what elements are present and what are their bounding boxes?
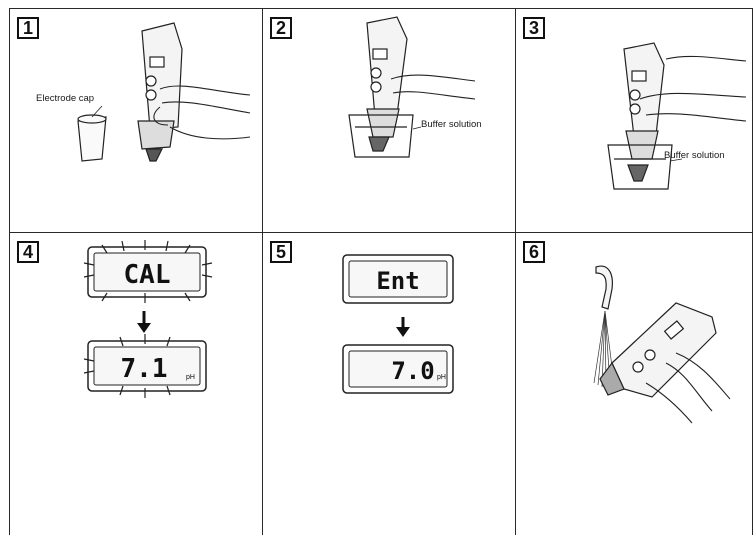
lcd-bottom-text: 7.1 (121, 354, 168, 384)
ph-unit: pH (437, 374, 446, 381)
step-2-panel: 2 Buffer solution (263, 9, 515, 232)
buffer-solution-label: Buffer solution (421, 119, 482, 130)
instruction-sheet: 1 Electr (9, 8, 753, 535)
step-6-panel: 6 (516, 233, 754, 536)
ph-unit: pH (186, 374, 195, 381)
step-5-panel: 5 Ent 7.0 pH (263, 233, 515, 536)
calibration-display-illustration: CAL 7.1 pH (10, 233, 262, 536)
confirm-display-illustration: Ent 7.0 pH (263, 233, 515, 536)
rinse-electrode-illustration (516, 233, 754, 536)
step-1-panel: 1 Electr (10, 9, 262, 232)
step-3-panel: 3 Buffer solution (516, 9, 754, 232)
meter-press-button-illustration (516, 9, 754, 232)
buffer-solution-label: Buffer solution (664, 150, 725, 161)
lcd-top-text: CAL (124, 260, 171, 290)
lcd-bottom-text: 7.0 (391, 357, 434, 385)
meter-removing-cap-illustration (10, 9, 262, 232)
step-4-panel: 4 CAL 7.1 pH (10, 233, 262, 536)
electrode-cap-label: Electrode cap (36, 93, 94, 104)
lcd-top-text: Ent (376, 267, 419, 295)
